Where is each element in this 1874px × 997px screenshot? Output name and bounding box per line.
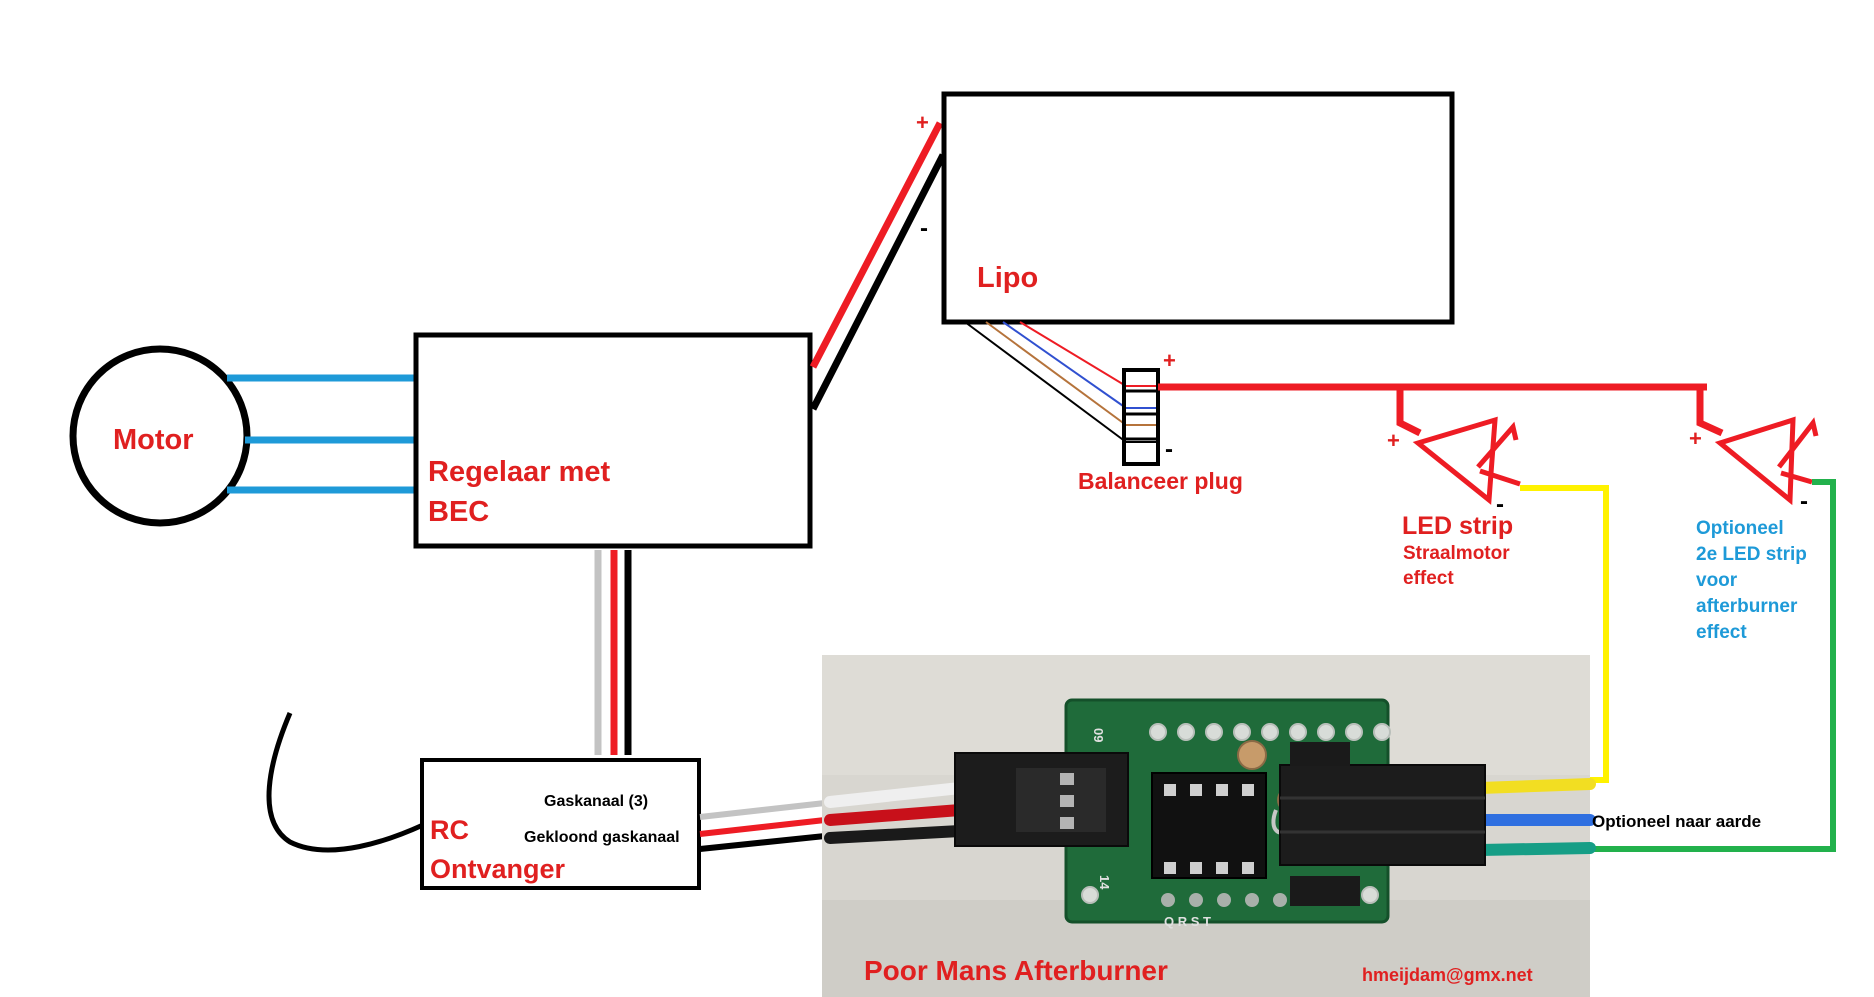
battery-lead-negative — [809, 153, 947, 411]
balance-wire-brown — [985, 321, 1127, 426]
led-strip-2-line5: effect — [1696, 622, 1747, 643]
receiver-cloned-label: Gekloond gaskanaal — [524, 829, 680, 846]
balance-wire-blue — [1002, 321, 1127, 409]
motor-outline — [69, 345, 251, 527]
regulator-label-line2: BEC — [428, 496, 489, 528]
led-strip-1-sub-line2: effect — [1403, 568, 1454, 589]
led-strip-2: + - Optioneel 2e LED strip voor afterbur… — [1689, 416, 1819, 643]
input-connector-pins — [1060, 773, 1074, 829]
led-strip-2-plus: + — [1689, 426, 1702, 451]
receiver-label-line2: Ontvanger — [430, 854, 566, 884]
lipo-label: Lipo — [977, 262, 1038, 294]
supply-branch-2 — [1696, 387, 1724, 437]
led-supply-line — [1158, 383, 1724, 437]
ground-note: Optioneel naar aarde — [1592, 812, 1761, 831]
lipo-minus: - — [920, 215, 928, 242]
rc-receiver: Gaskanaal (3) Gekloond gaskanaal RC Ontv… — [420, 758, 701, 890]
led-strip-1-diode — [1412, 416, 1498, 505]
clone-wire-signal — [699, 800, 826, 820]
led-strip-1: + - LED strip Straalmotor effect — [1387, 416, 1521, 589]
photo-output-cables — [1474, 778, 1596, 856]
led-strip-1-sub-line1: Straalmotor — [1403, 543, 1510, 564]
green-wire-route — [1587, 479, 1836, 852]
pcb-solder-pads — [1161, 893, 1287, 907]
motor-wires — [227, 374, 418, 494]
balance-plug-minus: - — [1165, 436, 1173, 463]
regulator-label-line1: Regelaar met — [428, 456, 610, 488]
lipo-plus: + — [916, 110, 929, 135]
battery-lead — [809, 121, 947, 411]
led-strip-1-label: LED strip — [1402, 512, 1513, 540]
balance-plug-plus: + — [1163, 348, 1176, 373]
led-strip-1-plus: + — [1387, 428, 1400, 453]
bec-lead — [594, 550, 632, 755]
balance-plug-label: Balanceer plug — [1078, 468, 1243, 494]
motor-label: Motor — [113, 424, 194, 456]
balance-plug: + - Balanceer plug — [1078, 348, 1243, 494]
receiver-throttle-label: Gaskanaal (3) — [544, 793, 648, 810]
led-strip-2-minus: - — [1800, 488, 1808, 515]
led-strip-2-line2: 2e LED strip — [1696, 544, 1807, 565]
led-strip-2-line3: voor — [1696, 570, 1738, 591]
receiver-label-line1: RC — [430, 815, 469, 845]
balance-lead — [964, 321, 1127, 443]
pcb-silk-top: 09 — [1091, 728, 1106, 742]
led-strip-1-minus: - — [1496, 491, 1504, 518]
board-photo: 09 14 Q R S T Poor Mans Afterburner hmei… — [822, 655, 1596, 997]
pcb-silk-bottom: Q R S T — [1164, 914, 1211, 929]
motor: Motor — [69, 345, 251, 527]
lipo-box — [941, 91, 1455, 325]
led-strip-2-line1: Optioneel — [1696, 518, 1784, 539]
lipo-battery: Lipo + - — [916, 91, 1455, 325]
balance-wire-black — [964, 321, 1127, 443]
pcb-silk-side: 14 — [1097, 875, 1112, 890]
receiver-antenna — [266, 712, 425, 853]
balance-wire-red — [1019, 321, 1127, 387]
output-connector — [1279, 764, 1486, 866]
photo-input-cables — [824, 782, 966, 844]
pcb-pads — [1081, 723, 1391, 904]
battery-lead-positive — [809, 121, 944, 369]
capacitor — [1237, 740, 1267, 770]
board-title: Poor Mans Afterburner — [864, 955, 1168, 986]
receiver-box — [420, 758, 701, 890]
board-email: hmeijdam@gmx.net — [1362, 965, 1533, 985]
clone-wire-negative — [699, 833, 826, 852]
balance-plug-body — [1122, 368, 1160, 466]
led-strip-2-diode — [1714, 416, 1796, 506]
led-strip-2-line4: afterburner — [1696, 596, 1798, 617]
clone-wire-positive — [699, 817, 826, 837]
regulator-box — [413, 332, 813, 549]
clone-lead — [699, 800, 826, 852]
supply-branch-1 — [1396, 387, 1422, 437]
regulator: Regelaar met BEC — [413, 332, 813, 549]
